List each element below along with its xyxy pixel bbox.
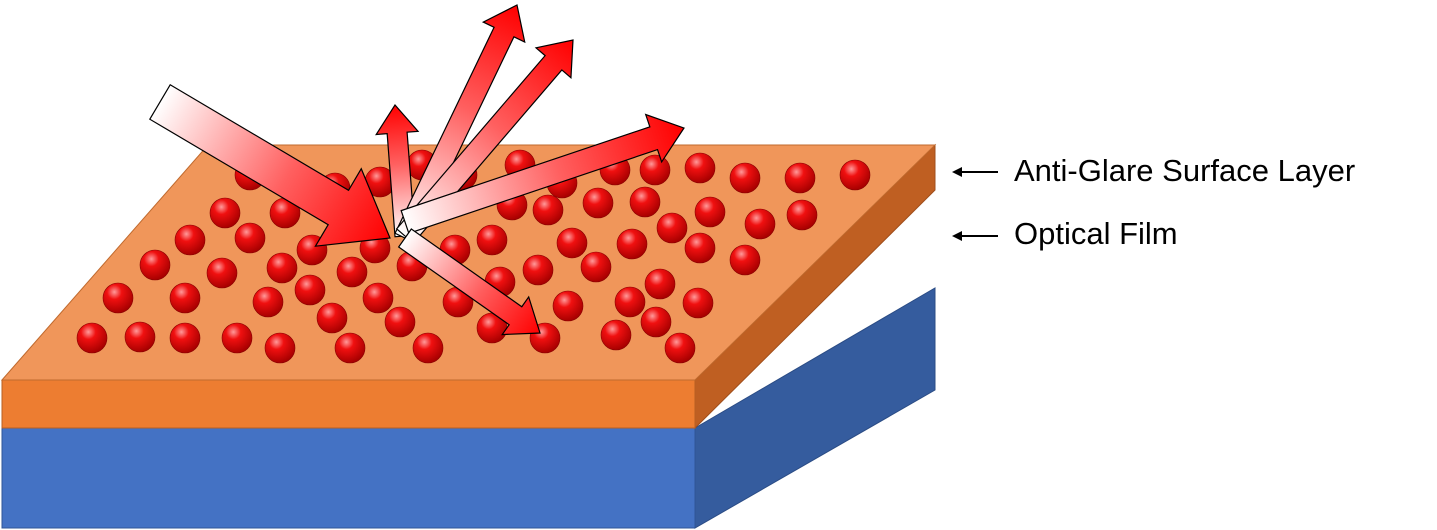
particle xyxy=(384,306,416,338)
particle xyxy=(362,282,394,314)
particle xyxy=(174,224,206,256)
particle xyxy=(234,222,266,254)
optical-film-front xyxy=(1,427,696,529)
particle xyxy=(744,208,776,240)
particle xyxy=(640,306,672,338)
reflected-light-arrow-icon xyxy=(400,113,685,235)
anti-glare-layer-front xyxy=(1,379,696,429)
particle xyxy=(336,256,368,288)
particle xyxy=(729,244,761,276)
particle xyxy=(169,282,201,314)
particle xyxy=(264,332,296,364)
particle xyxy=(684,232,716,264)
particle xyxy=(139,249,171,281)
incident-light-arrow-icon xyxy=(148,83,391,247)
particle xyxy=(266,252,298,284)
left-arrow-icon xyxy=(952,167,998,177)
particle xyxy=(614,286,646,318)
particle xyxy=(639,154,671,186)
particle xyxy=(839,159,871,191)
particle xyxy=(664,332,696,364)
particle xyxy=(629,186,661,218)
particle xyxy=(644,268,676,300)
particle xyxy=(476,224,508,256)
particle xyxy=(552,290,584,322)
particle xyxy=(316,302,348,334)
particle xyxy=(76,322,108,354)
particle xyxy=(580,251,612,283)
particle xyxy=(694,196,726,228)
particle xyxy=(412,332,444,364)
particle xyxy=(600,319,632,351)
anti-glare-layer-label: Anti-Glare Surface Layer xyxy=(1014,153,1356,188)
left-arrow-icon xyxy=(952,231,998,241)
particle xyxy=(532,194,564,226)
particle xyxy=(784,162,816,194)
particle xyxy=(209,197,241,229)
reflected-light-arrow-icon xyxy=(397,228,541,336)
particle xyxy=(522,254,554,286)
particle xyxy=(556,227,588,259)
particle xyxy=(656,212,688,244)
particle xyxy=(729,162,761,194)
particle xyxy=(124,321,156,353)
particle xyxy=(582,187,614,219)
particle xyxy=(334,332,366,364)
particle xyxy=(616,228,648,260)
particle xyxy=(786,199,818,231)
optical-film-label: Optical Film xyxy=(1014,216,1178,251)
light-arrow-group xyxy=(148,4,685,336)
particle xyxy=(294,274,326,306)
particle xyxy=(102,282,134,314)
particle xyxy=(684,152,716,184)
particle xyxy=(206,257,238,289)
particle xyxy=(252,286,284,318)
particle xyxy=(221,322,253,354)
particle xyxy=(682,287,714,319)
particle xyxy=(169,322,201,354)
